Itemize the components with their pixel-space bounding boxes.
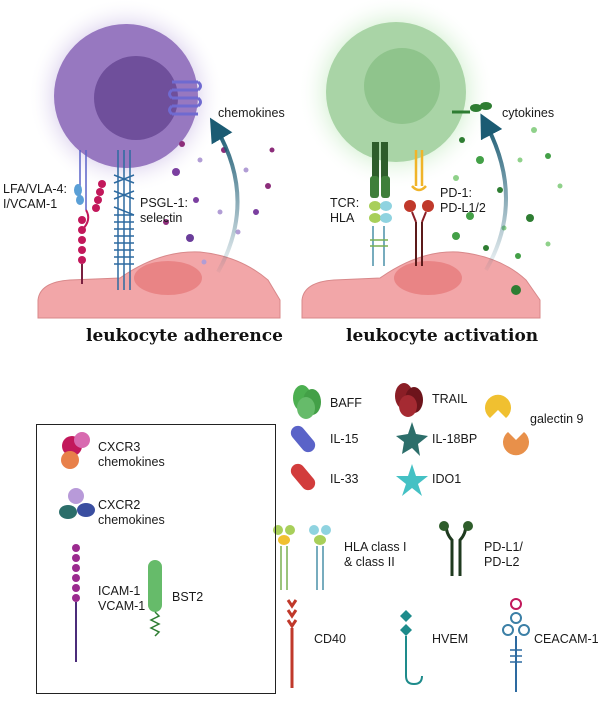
cytokine-particles xyxy=(452,127,563,295)
label-il18bp: IL-18BP xyxy=(432,432,478,446)
trail-icon xyxy=(395,383,423,417)
label-cxcr2: CXCR2 chemokines xyxy=(98,498,165,527)
label-il15: IL-15 xyxy=(330,432,359,446)
endothelial-nucleus-left xyxy=(134,261,202,295)
label-bst2: BST2 xyxy=(172,590,204,604)
cytokine-receptor-icon xyxy=(452,102,492,114)
endothelial-nucleus-right xyxy=(394,261,462,295)
il18bp-icon xyxy=(396,422,428,456)
psgl-selectin-tether xyxy=(113,150,135,290)
label-ceacam1: CEACAM-1 xyxy=(534,632,599,646)
cxcr3-chemokines-icon xyxy=(61,432,90,469)
label-tcr-hla: TCR: HLA xyxy=(330,196,360,225)
chemokine-particles xyxy=(163,141,275,265)
label-galectin-9: galectin 9 xyxy=(530,412,584,426)
label-cytokines: cytokines xyxy=(502,106,555,120)
il15-icon xyxy=(290,425,316,453)
label-cd40: CD40 xyxy=(314,632,346,646)
label-cxcr3: CXCR3 chemokines xyxy=(98,440,165,469)
label-baff: BAFF xyxy=(330,396,362,410)
legend-icons xyxy=(273,383,530,692)
lfa-icam-tether xyxy=(74,150,106,284)
label-chemokines: chemokines xyxy=(218,106,285,120)
label-psgl1: PSGL-1: selectin xyxy=(140,196,188,225)
label-ido1: IDO1 xyxy=(432,472,462,486)
hla-class-icon xyxy=(273,525,331,590)
label-pd1: PD-1: PD-L1/2 xyxy=(440,186,486,215)
hvem-icon xyxy=(400,610,423,686)
label-pdl: PD-L1/ PD-L2 xyxy=(484,540,523,569)
cd40-icon xyxy=(286,599,298,688)
icam-vcam-icon xyxy=(72,544,80,662)
pd1-pdl-complex xyxy=(404,150,434,266)
galectin-9-icon xyxy=(485,394,529,456)
pdl-icon xyxy=(439,521,473,576)
tcr-hla-complex xyxy=(369,142,392,266)
label-hvem: HVEM xyxy=(432,632,469,646)
bst2-icon xyxy=(148,560,162,637)
ceacam-icon xyxy=(502,598,530,692)
cxcr2-chemokines-icon xyxy=(59,488,95,519)
secretion-arrow-left xyxy=(209,117,240,273)
title-leukocyte-activation: leukocyte activation xyxy=(346,326,539,346)
label-il33: IL-33 xyxy=(330,472,359,486)
leukocyte-nucleus-left xyxy=(94,56,178,140)
boxed-legend-icons xyxy=(59,432,162,662)
chemokine-receptor-icon xyxy=(168,80,202,116)
baff-icon xyxy=(293,385,321,419)
ido1-icon xyxy=(396,464,428,496)
label-icam-vcam: ICAM-1 VCAM-1 xyxy=(98,584,146,613)
right-panel xyxy=(298,0,563,319)
title-leukocyte-adherence: leukocyte adherence xyxy=(86,326,283,346)
il33-icon xyxy=(290,463,316,491)
label-trail: TRAIL xyxy=(432,392,468,406)
label-hla-class: HLA class I & class II xyxy=(344,540,407,569)
leukocyte-nucleus-right xyxy=(364,48,440,124)
left-panel xyxy=(28,0,281,319)
secretion-arrow-right xyxy=(480,113,508,271)
boxed-legend xyxy=(36,424,276,694)
label-lfa-vla4: LFA/VLA-4: I/VCAM-1 xyxy=(3,182,67,211)
